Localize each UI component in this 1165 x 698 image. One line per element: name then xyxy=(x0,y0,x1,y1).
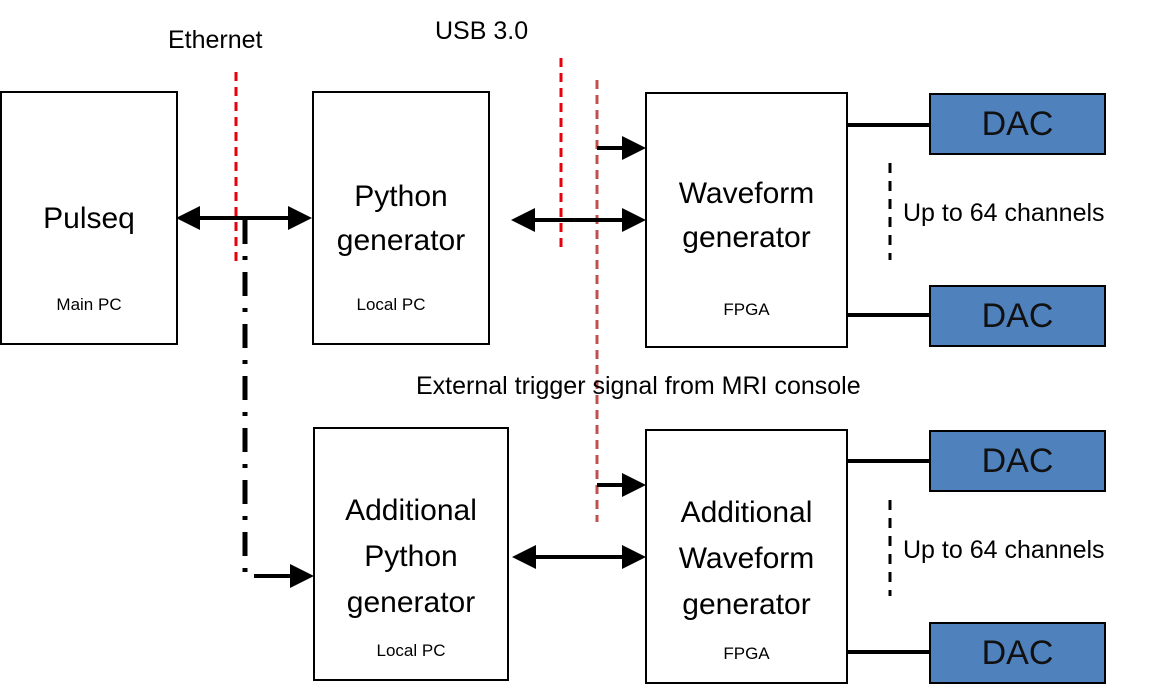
channels-label-bottom: Up to 64 channels xyxy=(903,536,1105,564)
additional-waveform-generator-box: Additional Waveform generator FPGA xyxy=(645,429,848,684)
dac-box-3: DAC xyxy=(929,430,1106,492)
additional-waveform-title-2: Waveform xyxy=(678,542,815,575)
additional-python-title-2: Python xyxy=(364,540,458,573)
pulseq-box: Pulseq Main PC xyxy=(0,91,178,345)
python-generator-box: Python generator Local PC xyxy=(312,91,490,345)
additional-python-generator-box: Additional Python generator Local PC xyxy=(313,427,509,681)
dac-box-2: DAC xyxy=(929,285,1106,347)
trigger-label: External trigger signal from MRI console xyxy=(416,372,861,400)
python-generator-sub: Local PC xyxy=(356,295,426,314)
pulseq-sub: Main PC xyxy=(56,295,122,314)
python-generator-title-2: generator xyxy=(336,224,466,257)
channels-label-top: Up to 64 channels xyxy=(903,199,1105,227)
additional-waveform-title-3: generator xyxy=(682,588,811,621)
additional-waveform-title-1: Additional xyxy=(680,496,813,529)
additional-waveform-sub: FPGA xyxy=(723,644,770,663)
dac-box-4: DAC xyxy=(929,622,1106,684)
dac-box-1: DAC xyxy=(929,93,1106,155)
additional-python-title-1: Additional xyxy=(345,494,477,527)
usb-label: USB 3.0 xyxy=(435,17,529,45)
pulseq-title: Pulseq xyxy=(43,202,135,235)
waveform-generator-title-2: generator xyxy=(682,221,811,254)
ethernet-label: Ethernet xyxy=(168,26,263,54)
waveform-generator-sub: FPGA xyxy=(723,300,770,319)
waveform-generator-box: Waveform generator FPGA xyxy=(645,92,848,348)
additional-python-title-3: generator xyxy=(346,586,476,619)
additional-python-sub: Local PC xyxy=(376,641,446,660)
waveform-generator-title-1: Waveform xyxy=(678,177,815,210)
python-generator-title-1: Python xyxy=(354,180,448,213)
